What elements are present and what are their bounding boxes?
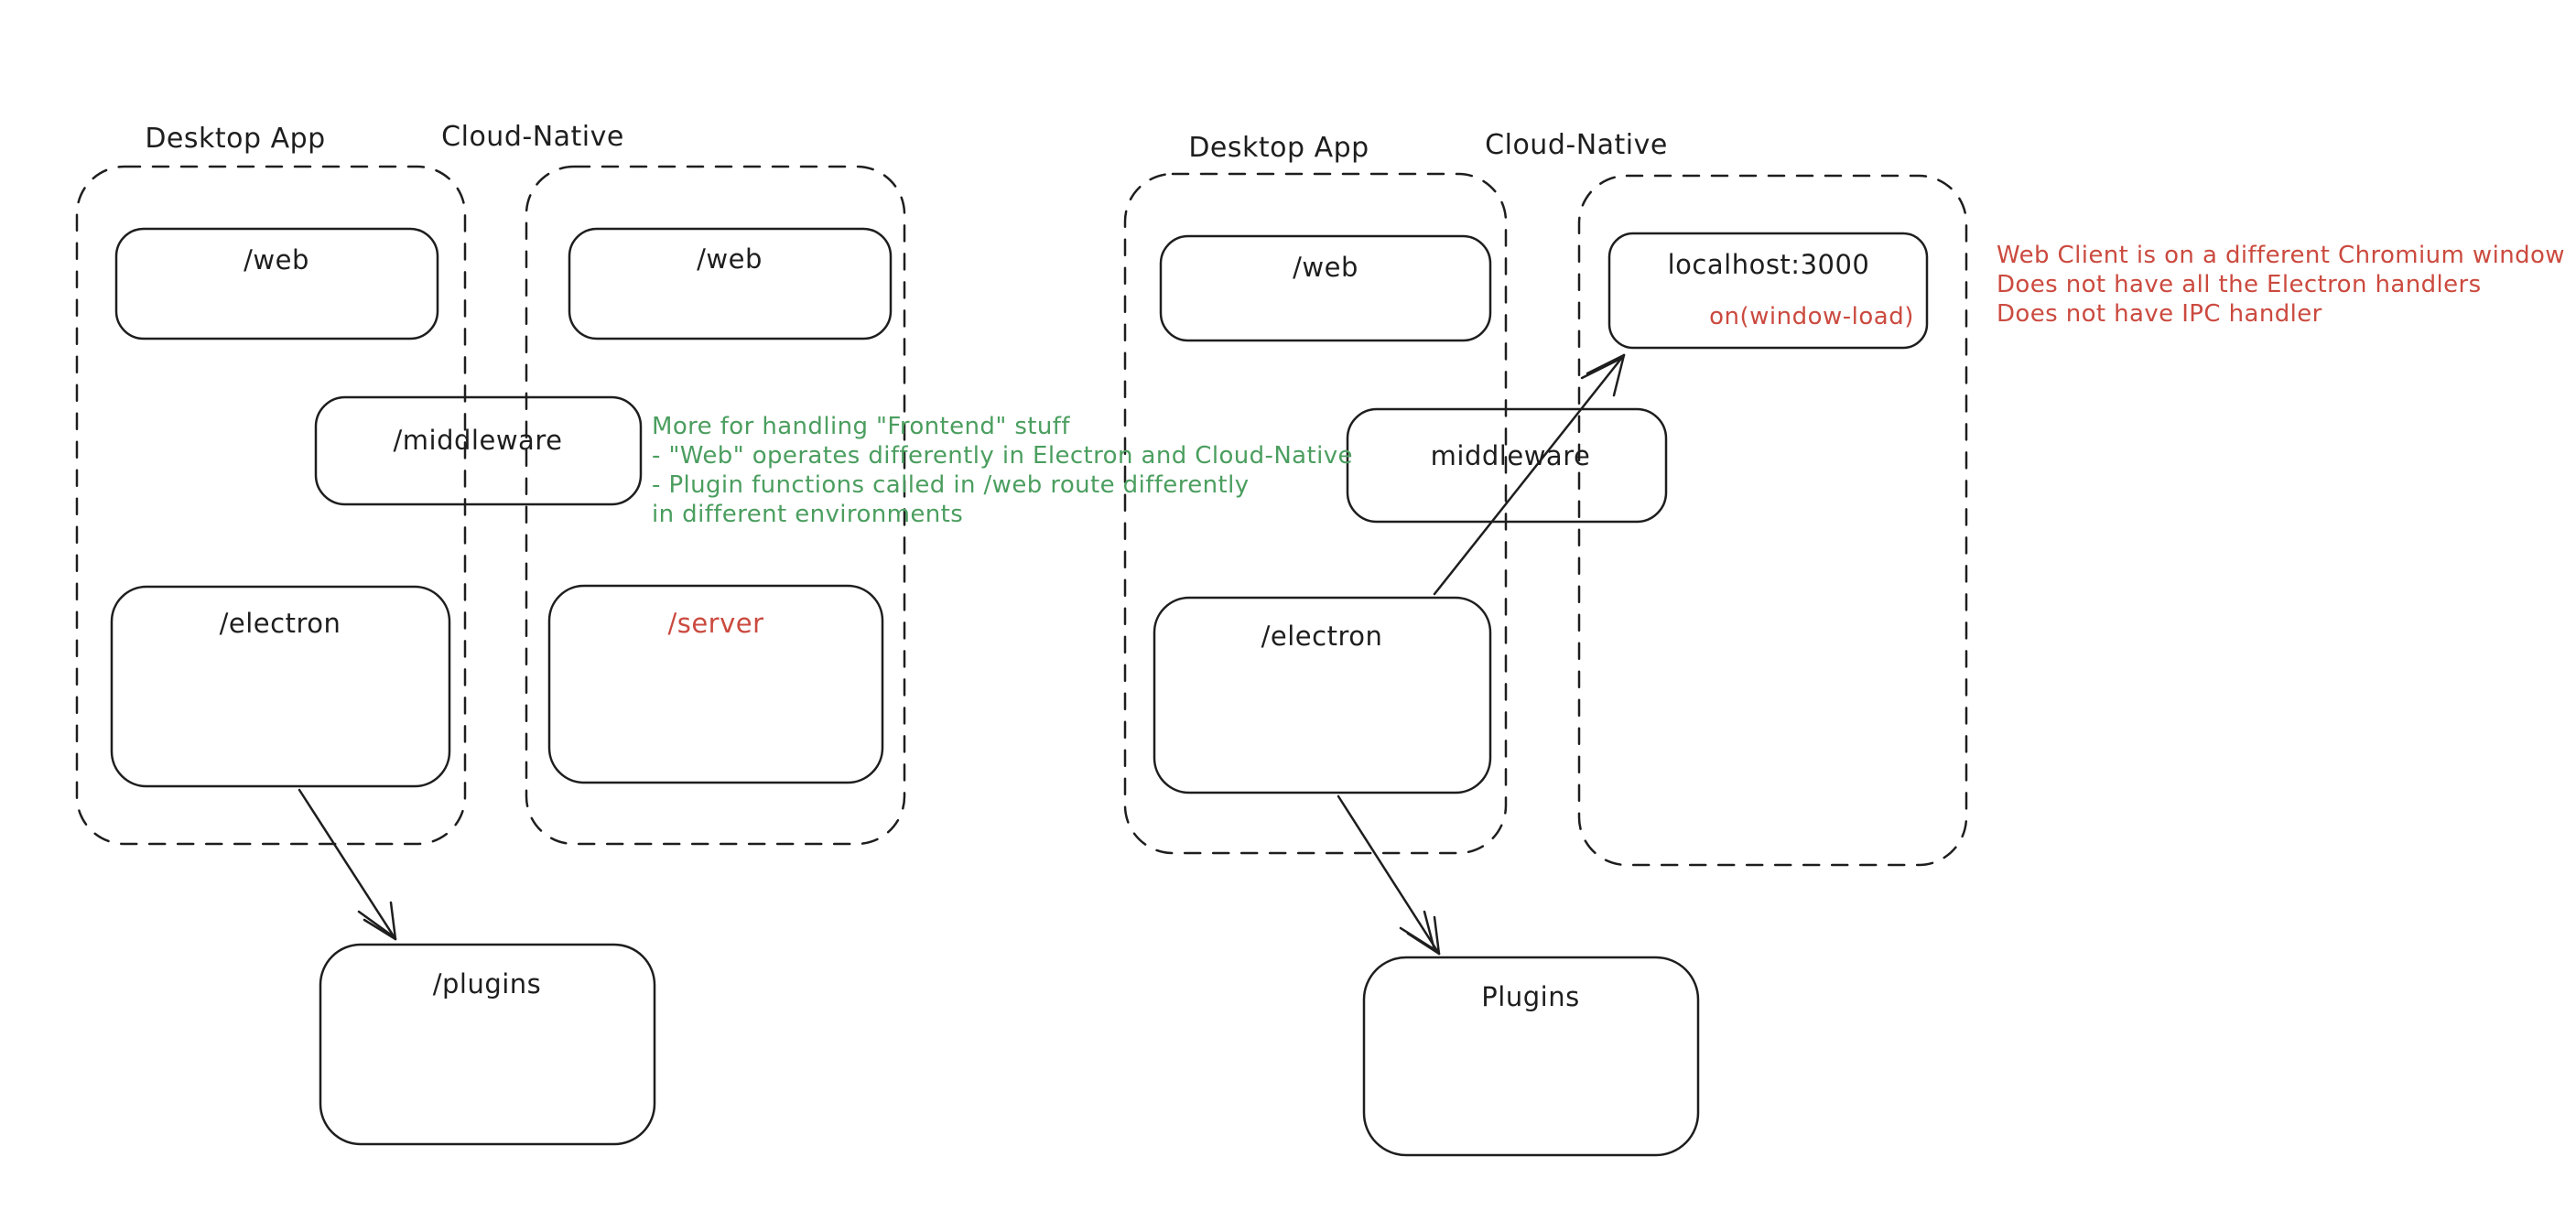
right-electron-to-plugins-arrow <box>1337 794 1441 956</box>
right-plugins-label: Plugins <box>1481 981 1580 1012</box>
right-desktop-web-label: /web <box>1293 252 1358 283</box>
left-plugins-box <box>319 943 656 1146</box>
red-note-line-3: Does not have IPC handler <box>1997 300 2322 328</box>
green-note: More for handling "Frontend" stuff - "We… <box>652 412 1353 529</box>
right-cloud-native-label: Cloud-Native <box>1485 129 1668 161</box>
left-desktop-web-box <box>114 227 439 340</box>
right-desktop-app-label: Desktop App <box>1188 132 1369 164</box>
green-note-line-4: in different environments <box>652 501 964 528</box>
left-desktop-web-label: /web <box>244 244 309 276</box>
right-desktop-web-box <box>1159 234 1492 342</box>
left-middleware-label: /middleware <box>393 425 563 456</box>
right-electron-to-localhost-arrow <box>1433 353 1626 596</box>
left-server-box <box>547 584 884 784</box>
right-middleware-label: middleware <box>1430 440 1591 471</box>
left-electron-box <box>110 585 451 788</box>
right-cloud-native-container <box>1577 174 1968 867</box>
right-desktop-app-container <box>1123 172 1508 855</box>
right-plugins-box <box>1362 956 1700 1157</box>
left-cloud-native-container <box>525 165 906 846</box>
green-note-line-3: - Plugin functions called in /web route … <box>652 471 1250 499</box>
left-cloud-native-label: Cloud-Native <box>441 121 624 153</box>
right-localhost-event-label: on(window-load) <box>1709 303 1914 330</box>
right-electron-box <box>1153 596 1492 794</box>
left-electron-to-plugins-arrow <box>298 788 397 941</box>
left-server-label: /server <box>667 608 764 639</box>
left-middleware-box <box>314 395 643 506</box>
left-cloud-web-label: /web <box>697 243 763 275</box>
right-middleware-box <box>1346 407 1668 524</box>
left-cloud-web-box <box>568 227 893 340</box>
red-note: Web Client is on a different Chromium wi… <box>1997 241 2565 329</box>
red-note-line-1: Web Client is on a different Chromium wi… <box>1997 242 2565 269</box>
left-electron-label: /electron <box>219 608 341 639</box>
left-plugins-label: /plugins <box>432 968 542 1000</box>
right-localhost-box <box>1607 232 1929 350</box>
red-note-line-2: Does not have all the Electron handlers <box>1997 271 2482 298</box>
green-note-line-2: - "Web" operates differently in Electron… <box>652 442 1353 470</box>
left-desktop-app-label: Desktop App <box>145 123 326 155</box>
right-electron-label: /electron <box>1261 621 1383 652</box>
green-note-line-1: More for handling "Frontend" stuff <box>652 413 1070 440</box>
right-localhost-label: localhost:3000 <box>1667 249 1870 280</box>
